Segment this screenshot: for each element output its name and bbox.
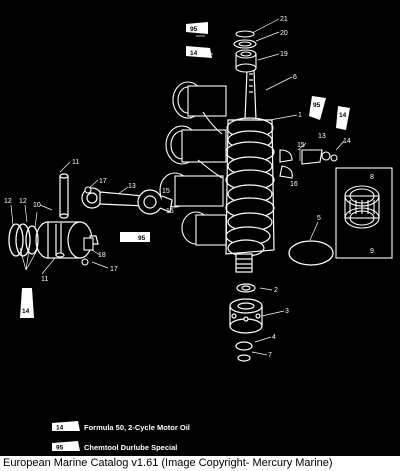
lube-tube-icon: 14 [336, 106, 350, 130]
callout-13: 13 [318, 133, 326, 140]
callout-17: 17 [110, 266, 118, 273]
callout-4: 4 [272, 334, 276, 341]
lower-bearing-stack [229, 283, 263, 362]
piston-rings [8, 223, 39, 257]
lube-tube-icon: 95 [186, 22, 208, 34]
legend-tube-code: 95 [56, 445, 64, 452]
callout-3: 3 [285, 308, 289, 315]
crankshaft [225, 69, 275, 273]
roller-bearing [335, 167, 393, 259]
image-caption: European Marine Catalog v1.61 (Image Cop… [0, 456, 400, 471]
callout-12: 12 [19, 198, 27, 205]
connecting-rod [81, 187, 173, 215]
callout-15: 15 [166, 208, 174, 215]
tube-label: 95 [313, 102, 321, 109]
callout-6: 6 [293, 74, 297, 81]
lube-tube-icon: 95 [120, 232, 150, 242]
legend-tube-code: 14 [56, 425, 64, 432]
legend-text: Formula 50, 2-Cycle Motor Oil [84, 423, 190, 432]
lube-tube-icon: 14 [20, 288, 34, 318]
callout-13: 13 [128, 183, 136, 190]
tube-label: 14 [190, 50, 198, 57]
callout-15: 15 [297, 142, 305, 149]
tube-label: 95 [190, 26, 198, 33]
bearing-race-parts [279, 149, 338, 179]
callout-10: 10 [33, 202, 41, 209]
callout-14: 14 [343, 138, 351, 145]
rod-bearing-parts [55, 186, 94, 266]
legend-row: 95 Chemtool Durlube Special [52, 441, 177, 452]
callout-17: 17 [99, 178, 107, 185]
lube-tube-icon: 14 [186, 46, 212, 58]
callout-21: 21 [280, 16, 288, 23]
callout-11: 11 [72, 159, 79, 166]
retaining-ring [288, 240, 334, 266]
callout-18: 18 [98, 252, 106, 259]
callout-5: 5 [317, 215, 321, 222]
tube-label: 14 [22, 308, 30, 315]
callout-2: 2 [274, 287, 278, 294]
callout-7: 7 [268, 352, 272, 359]
callout-12: 12 [4, 198, 12, 205]
callout-15: 15 [162, 188, 170, 195]
callout-16: 16 [290, 181, 298, 188]
cylinder-bank [159, 81, 227, 246]
callout-9: 9 [370, 248, 374, 255]
top-seal-stack [233, 30, 257, 73]
lube-tube-icon: 95 [309, 96, 326, 120]
callout-11: 11 [41, 276, 48, 283]
callout-8: 8 [370, 174, 374, 181]
callout-20: 20 [280, 30, 288, 37]
callout-19: 19 [280, 51, 288, 58]
legend-row: 14 Formula 50, 2-Cycle Motor Oil [52, 421, 190, 432]
tube-label: 95 [138, 235, 146, 242]
legend-text: Chemtool Durlube Special [84, 443, 177, 452]
callout-1: 1 [298, 112, 302, 119]
tube-label: 14 [339, 112, 347, 119]
